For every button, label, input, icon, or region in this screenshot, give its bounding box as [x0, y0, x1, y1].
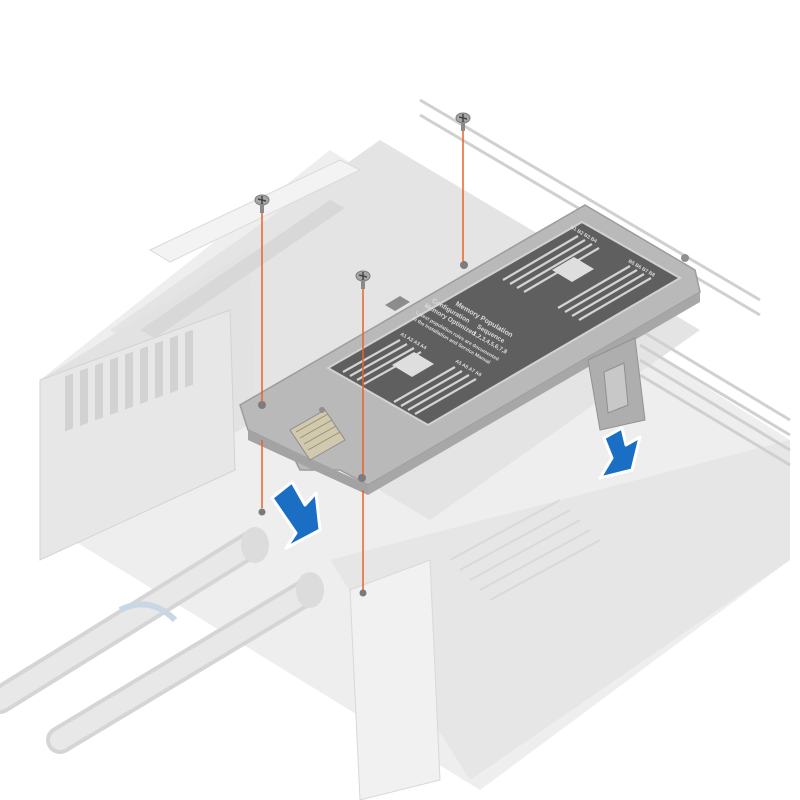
screw-hole	[460, 261, 468, 269]
screw-icon	[455, 112, 471, 131]
cpu-icon	[392, 352, 434, 377]
screw-hole	[258, 508, 266, 516]
memory-cover-plate: Memory Population Configuration Memory O…	[239, 204, 701, 495]
liquid-cooling-tubes	[0, 527, 324, 754]
down-arrow-icon	[598, 426, 642, 480]
screw-icon	[254, 194, 270, 213]
screw-hole	[258, 401, 266, 409]
screw-icon	[355, 270, 371, 289]
screw-hole	[358, 474, 366, 482]
screw-hole	[359, 589, 367, 597]
down-arrow-icon	[270, 480, 322, 550]
cpu-icon	[552, 257, 594, 282]
screw-guide-lines	[261, 128, 464, 590]
